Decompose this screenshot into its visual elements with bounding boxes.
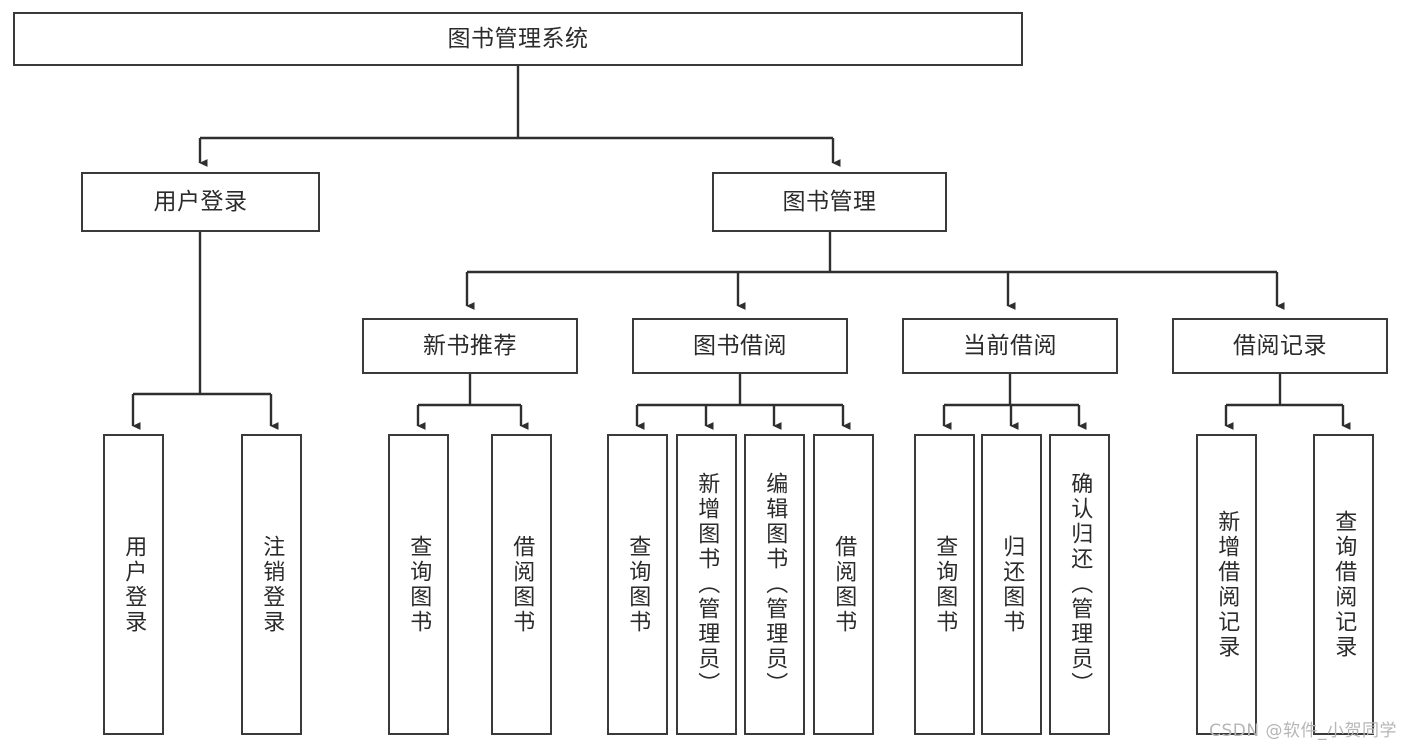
node-book-management[interactable]: 图书管理 xyxy=(712,172,947,232)
node-new-book-recommend[interactable]: 新书推荐 xyxy=(362,318,578,374)
node-book-borrow[interactable]: 图书借阅 xyxy=(632,318,848,374)
node-borrow-records-label: 借阅记录 xyxy=(1233,332,1327,359)
node-current-borrow[interactable]: 当前借阅 xyxy=(902,318,1118,374)
leaf-records-add-record-label: 新增借阅记录 xyxy=(1214,509,1240,660)
node-book-management-label: 图书管理 xyxy=(782,188,877,215)
leaf-current-confirm-return-admin-label: 确认归还（管理员） xyxy=(1067,472,1093,697)
leaf-current-return-book[interactable]: 归还图书 xyxy=(981,434,1042,735)
leaf-newbook-borrow-book-label: 借阅图书 xyxy=(509,534,535,635)
leaf-records-add-record[interactable]: 新增借阅记录 xyxy=(1196,434,1257,735)
leaf-borrow-add-book-admin-label: 新增图书（管理员） xyxy=(694,472,720,697)
leaf-newbook-borrow-book[interactable]: 借阅图书 xyxy=(491,434,552,735)
node-root[interactable]: 图书管理系统 xyxy=(13,12,1023,66)
leaf-current-query-book-label: 查询图书 xyxy=(932,534,958,635)
leaf-logout-label: 注销登录 xyxy=(259,534,285,635)
node-root-label: 图书管理系统 xyxy=(447,25,589,52)
node-new-book-recommend-label: 新书推荐 xyxy=(423,332,517,359)
node-book-borrow-label: 图书借阅 xyxy=(693,332,787,359)
leaf-borrow-query-book[interactable]: 查询图书 xyxy=(607,434,668,735)
leaf-borrow-add-book-admin[interactable]: 新增图书（管理员） xyxy=(676,434,737,735)
node-user-login[interactable]: 用户登录 xyxy=(81,172,320,232)
leaf-newbook-query-book[interactable]: 查询图书 xyxy=(388,434,449,735)
node-user-login-label: 用户登录 xyxy=(153,188,248,215)
leaf-records-query-record[interactable]: 查询借阅记录 xyxy=(1313,434,1374,735)
leaf-records-query-record-label: 查询借阅记录 xyxy=(1331,509,1357,660)
node-current-borrow-label: 当前借阅 xyxy=(963,332,1057,359)
leaf-newbook-query-book-label: 查询图书 xyxy=(406,534,432,635)
node-borrow-records[interactable]: 借阅记录 xyxy=(1172,318,1388,374)
leaf-borrow-borrow-book-label: 借阅图书 xyxy=(831,534,857,635)
leaf-current-confirm-return-admin[interactable]: 确认归还（管理员） xyxy=(1049,434,1110,735)
leaf-logout[interactable]: 注销登录 xyxy=(241,434,302,735)
leaf-borrow-borrow-book[interactable]: 借阅图书 xyxy=(813,434,874,735)
leaf-borrow-query-book-label: 查询图书 xyxy=(625,534,651,635)
leaf-current-return-book-label: 归还图书 xyxy=(999,534,1025,635)
leaf-user-login[interactable]: 用户登录 xyxy=(103,434,164,735)
leaf-user-login-label: 用户登录 xyxy=(121,534,147,635)
leaf-borrow-edit-book-admin-label: 编辑图书（管理员） xyxy=(762,472,788,697)
leaf-borrow-edit-book-admin[interactable]: 编辑图书（管理员） xyxy=(744,434,805,735)
leaf-current-query-book[interactable]: 查询图书 xyxy=(914,434,975,735)
